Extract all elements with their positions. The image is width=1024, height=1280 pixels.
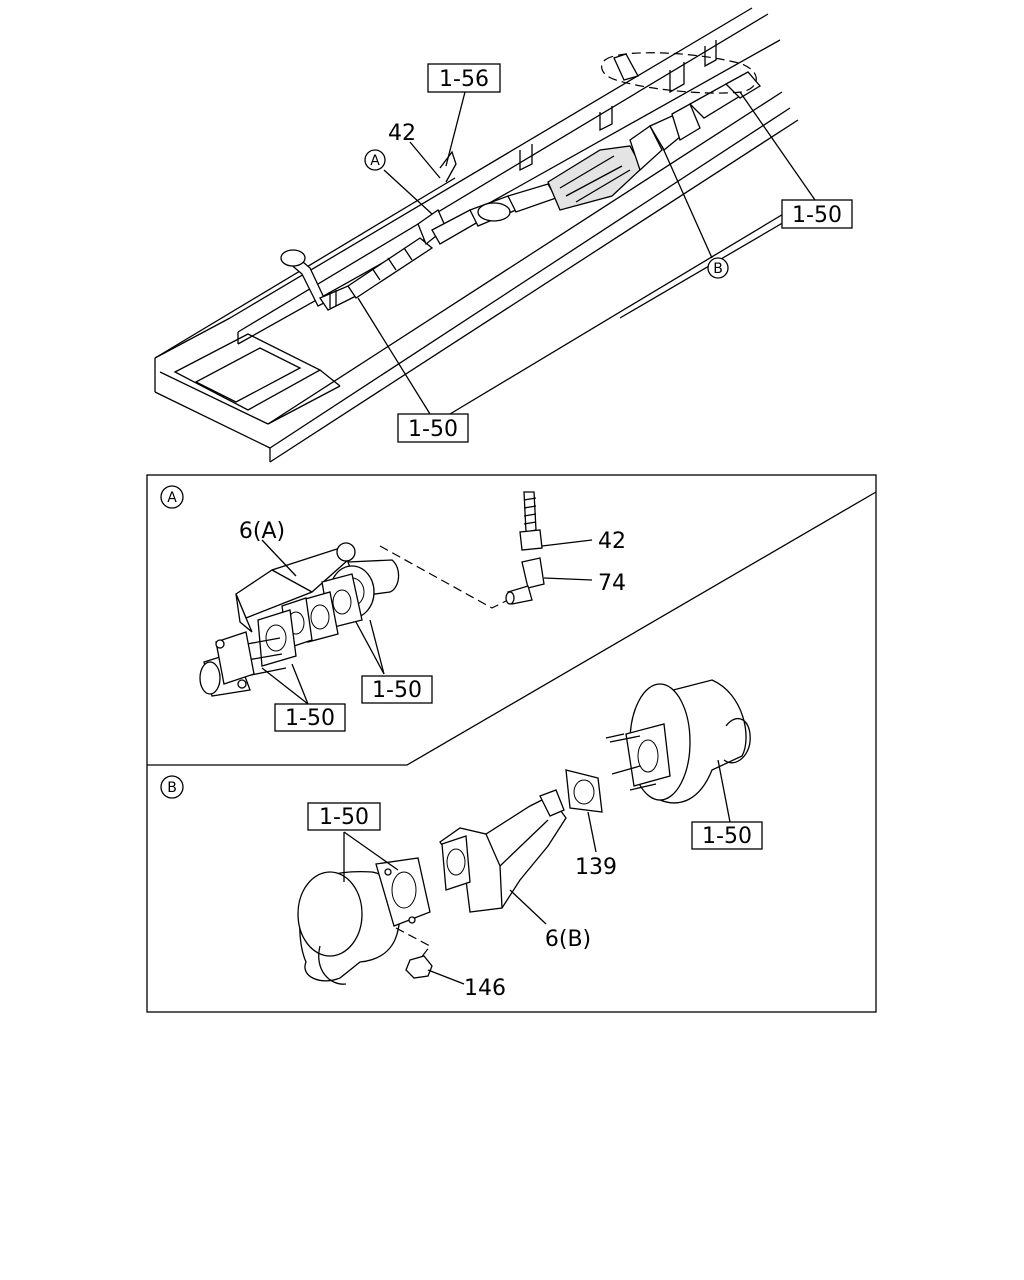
marker-a-panel: A bbox=[160, 485, 184, 509]
marker-b-top: B bbox=[707, 257, 729, 279]
ref-box-1-50-panel-b-left: 1-50 bbox=[307, 802, 381, 831]
ref-1-50-a-lower-text: 1-50 bbox=[285, 706, 335, 731]
marker-a-top-text: A bbox=[370, 153, 380, 169]
ref-box-1-56: 1-56 bbox=[427, 63, 501, 93]
ref-1-50-bottom-text: 1-50 bbox=[408, 417, 458, 442]
callout-74: 74 bbox=[598, 571, 626, 596]
panel-b: B bbox=[160, 679, 763, 1001]
callout-6b: 6(B) bbox=[545, 927, 591, 952]
marker-b-top-text: B bbox=[713, 261, 723, 277]
panel-a: A bbox=[160, 485, 626, 732]
ref-box-1-50-bottom: 1-50 bbox=[397, 413, 469, 443]
callout-42-panel: 42 bbox=[598, 529, 626, 554]
callout-139: 139 bbox=[575, 855, 617, 880]
ref-box-1-50-panel-a-upper: 1-50 bbox=[361, 675, 433, 704]
top-leaders bbox=[357, 91, 816, 415]
ref-box-1-50-panel-a-lower: 1-50 bbox=[274, 703, 346, 732]
ref-1-56-text: 1-56 bbox=[439, 67, 489, 92]
marker-a-panel-text: A bbox=[167, 490, 177, 506]
exhaust-system bbox=[280, 52, 761, 311]
ref-box-1-50-right: 1-50 bbox=[781, 199, 853, 229]
ref-box-1-50-panel-b-right: 1-50 bbox=[691, 821, 763, 850]
marker-b-panel-text: B bbox=[167, 780, 177, 796]
callout-42-top: 42 bbox=[388, 121, 416, 146]
ref-1-50-b-left-text: 1-50 bbox=[319, 805, 369, 830]
marker-b-panel: B bbox=[160, 775, 184, 799]
detail-panel-frame bbox=[146, 474, 877, 1013]
ref-1-50-a-upper-text: 1-50 bbox=[372, 678, 422, 703]
ref-1-50-b-right-text: 1-50 bbox=[702, 824, 752, 849]
ref-1-50-right-text: 1-50 bbox=[792, 203, 842, 228]
marker-a-top: A bbox=[364, 149, 386, 171]
callout-146: 146 bbox=[464, 976, 506, 1001]
callout-6a: 6(A) bbox=[239, 519, 285, 544]
